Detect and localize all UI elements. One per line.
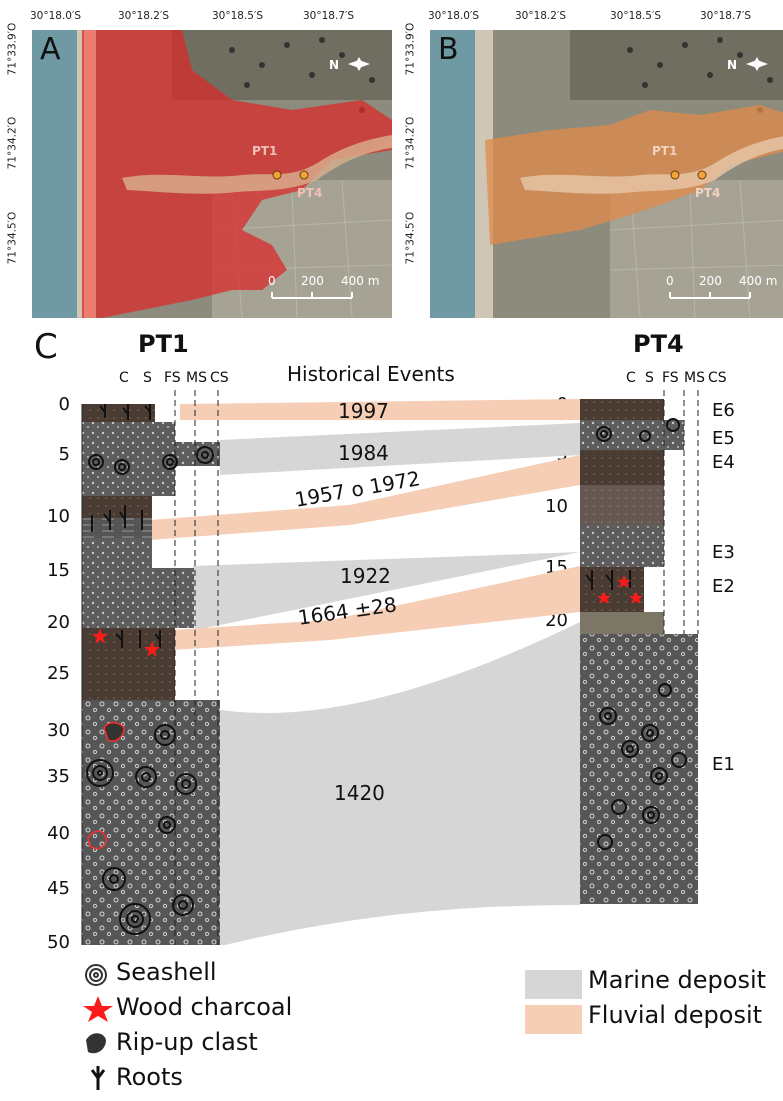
wood-charcoal-markers [92, 575, 643, 657]
band-label-1922: 1922 [340, 564, 391, 588]
map-b-coord-top-2: 30°18.2′S [515, 10, 567, 22]
pt4-core-title: PT4 [633, 330, 684, 358]
band-1922 [193, 552, 580, 630]
map-a-site-pt4-marker [299, 170, 309, 180]
event-id-e4: E4 [712, 452, 735, 473]
map-a-satellite [32, 30, 392, 318]
pt1-depth-30: 30 [47, 720, 70, 741]
pt1-depth-25: 25 [47, 663, 70, 684]
pt4-grain-c: C [626, 370, 636, 386]
band-1984 [220, 423, 580, 475]
legend-roots-label: Roots [116, 1063, 183, 1091]
map-a-coord-top-2: 30°18.2′S [118, 10, 170, 22]
map-a-panel-letter: A [40, 32, 61, 67]
map-a-scale-0: 0 [268, 274, 276, 288]
band-label-1984: 1984 [338, 441, 389, 465]
pt4-grain-s: S [645, 370, 654, 386]
map-b-scale-0: 0 [666, 274, 674, 288]
event-id-e3: E3 [712, 542, 735, 563]
pt1-core-column [81, 390, 220, 945]
pt4-grain-ms: MS [684, 370, 705, 386]
event-id-e6: E6 [712, 400, 735, 421]
event-id-e1: E1 [712, 754, 735, 775]
pt1-grain-fs: FS [164, 370, 181, 386]
map-b-scale-200: 200 [699, 274, 722, 288]
pt1-grain-c: C [119, 370, 129, 386]
pt1-depth-40: 40 [47, 823, 70, 844]
band-1957-1972 [150, 455, 580, 540]
pt1-depth-50: 50 [47, 932, 70, 953]
map-a-scale-400: 400 m [341, 274, 380, 288]
pt1-seashells [86, 446, 214, 935]
pt4-seashells [596, 418, 687, 850]
legend-fluvial-deposit-label: Fluvial deposit [588, 1001, 763, 1029]
seashell-icon [85, 964, 107, 986]
map-panel-a: A PT1 PT4 0 200 400 m N [32, 30, 392, 318]
pt1-depth-45: 45 [47, 878, 70, 899]
legend-marine-deposit-label: Marine deposit [588, 966, 767, 994]
pt1-core-title: PT1 [138, 330, 189, 358]
pt1-depth-15: 15 [47, 560, 70, 581]
rip-up-clasts [87, 722, 125, 850]
map-b-north-arrow [746, 57, 768, 71]
map-b-north-label: N [727, 58, 738, 72]
map-a-north-arrow [348, 57, 370, 71]
rip-up-clast-icon [86, 1033, 106, 1054]
map-b-coord-top-1: 30°18.0′S [428, 10, 480, 22]
pt1-depth-35: 35 [47, 766, 70, 787]
pt1-depth-10: 10 [47, 506, 70, 527]
map-b-scale-400: 400 m [739, 274, 778, 288]
band-1997 [180, 399, 580, 420]
marine-deposit-swatch [525, 970, 582, 999]
pt1-depth-0: 0 [58, 394, 70, 415]
pt4-core-column [580, 390, 699, 904]
pt1-grain-cs: CS [210, 370, 229, 386]
map-a-coord-top-3: 30°18.5′S [212, 10, 264, 22]
map-b-site-pt1-marker [670, 170, 680, 180]
legend-rip-up-clast-label: Rip-up clast [116, 1028, 258, 1056]
map-a-north-label: N [329, 58, 340, 72]
legend-wood-charcoal-label: Wood charcoal [116, 993, 293, 1021]
map-b-coord-top-4: 30°18.7′S [700, 10, 752, 22]
pt1-depth-5: 5 [58, 444, 70, 465]
map-b-panel-letter: B [438, 32, 459, 67]
roots-icon [90, 1066, 106, 1090]
map-a-coord-top-1: 30°18.0′S [30, 10, 82, 22]
map-a-scale-200: 200 [301, 274, 324, 288]
map-panel-b: B PT1 PT4 0 200 400 m N [430, 30, 783, 318]
band-1664 [172, 566, 580, 650]
fluvial-deposit-swatch [525, 1005, 582, 1034]
pt1-grain-s: S [143, 370, 152, 386]
historical-events-title: Historical Events [287, 362, 455, 386]
map-a-overlay [82, 30, 392, 318]
pt1-depth-20: 20 [47, 612, 70, 633]
section-c-letter: C [34, 327, 58, 367]
map-a-coord-top-4: 30°18.7′S [303, 10, 355, 22]
map-a-site-pt4-label: PT4 [297, 186, 323, 200]
map-b-site-pt1-label: PT1 [652, 144, 678, 158]
pt4-grain-fs: FS [662, 370, 679, 386]
pt4-depth-10: 10 [545, 496, 568, 517]
band-label-1420: 1420 [334, 781, 385, 805]
map-b-coord-top-3: 30°18.5′S [610, 10, 662, 22]
pt1-roots [91, 404, 161, 648]
event-id-e2: E2 [712, 576, 735, 597]
map-a-site-pt1-marker [272, 170, 282, 180]
pt1-grain-ms: MS [186, 370, 207, 386]
star-icon [83, 996, 113, 1022]
event-id-e5: E5 [712, 428, 735, 449]
legend-seashell-label: Seashell [116, 958, 217, 986]
band-1420 [178, 622, 580, 945]
map-a-site-pt1-label: PT1 [252, 144, 278, 158]
band-label-1997: 1997 [338, 399, 389, 423]
map-b-site-pt4-marker [697, 170, 707, 180]
map-b-satellite [430, 30, 783, 318]
pt4-roots [585, 570, 631, 590]
map-b-scale-bar [669, 292, 751, 299]
map-b-site-pt4-label: PT4 [695, 186, 721, 200]
map-a-scale-bar [271, 292, 353, 299]
map-b-overlay [485, 105, 783, 245]
pt4-grain-cs: CS [708, 370, 727, 386]
